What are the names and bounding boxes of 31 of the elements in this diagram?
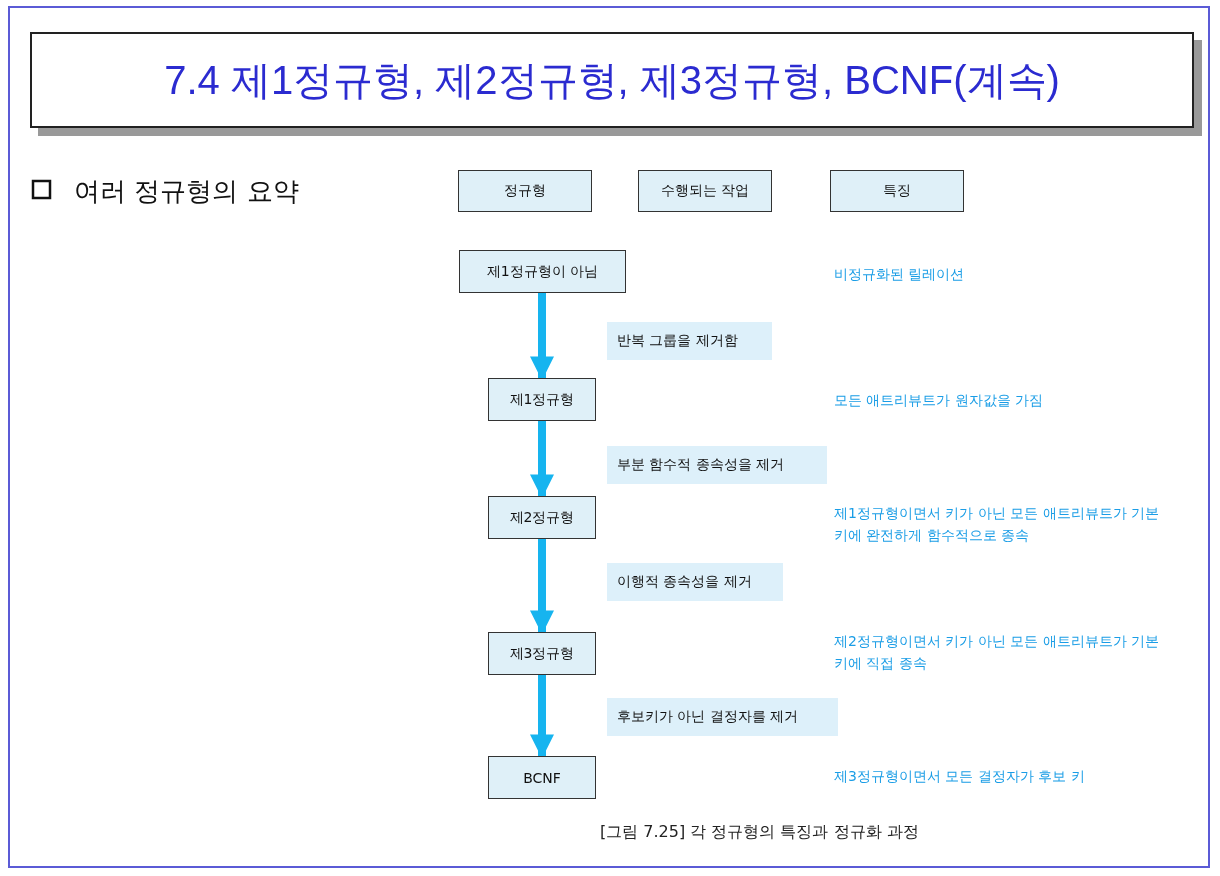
characteristic-text: 제2정규형이면서 키가 아닌 모든 애트리뷰트가 기본 키에 직접 종속 <box>834 632 1161 673</box>
section-heading: 여러 정규형의 요약 <box>74 175 299 208</box>
step-box <box>607 698 838 736</box>
figure-caption: [그림 7.25] 각 정규형의 특징과 정규화 과정 <box>600 822 919 843</box>
form-box <box>638 170 772 212</box>
box-label: 부분 함수적 종속성을 제거 <box>617 456 785 474</box>
characteristic-text: 모든 애트리뷰트가 원자값을 가짐 <box>834 391 1045 410</box>
form-box <box>459 250 626 293</box>
box-label: 이행적 종속성을 제거 <box>617 573 752 591</box>
form-box <box>488 756 596 799</box>
box-label: 제1정규형이 아님 <box>486 262 599 281</box>
box-label: 정규형 <box>504 182 546 200</box>
characteristic-text: 제1정규형이면서 키가 아닌 모든 애트리뷰트가 기본 키에 완전하게 함수적으로 종속 <box>834 504 1161 545</box>
form-box <box>458 170 592 212</box>
characteristic-text: 비정규화된 릴레이션 <box>834 265 966 284</box>
form-box <box>488 632 596 675</box>
step-box <box>607 322 772 360</box>
form-box <box>488 378 596 421</box>
step-box <box>607 563 783 601</box>
box-label: 제1정규형 <box>509 390 575 409</box>
box-label: 수행되는 작업 <box>660 182 750 200</box>
box-label: BCNF <box>523 769 561 786</box>
step-box <box>607 446 827 484</box>
form-box <box>830 170 964 212</box>
box-label: 제2정규형 <box>509 508 575 527</box>
characteristic-text: 제3정규형이면서 모든 결정자가 후보 키 <box>834 767 1086 786</box>
form-box <box>488 496 596 539</box>
box-label: 제3정규형 <box>509 644 575 663</box>
box-label: 후보키가 아닌 결정자를 제거 <box>617 708 799 726</box>
box-label: 반복 그룹을 제거함 <box>617 332 738 350</box>
box-label: 특징 <box>883 182 911 200</box>
